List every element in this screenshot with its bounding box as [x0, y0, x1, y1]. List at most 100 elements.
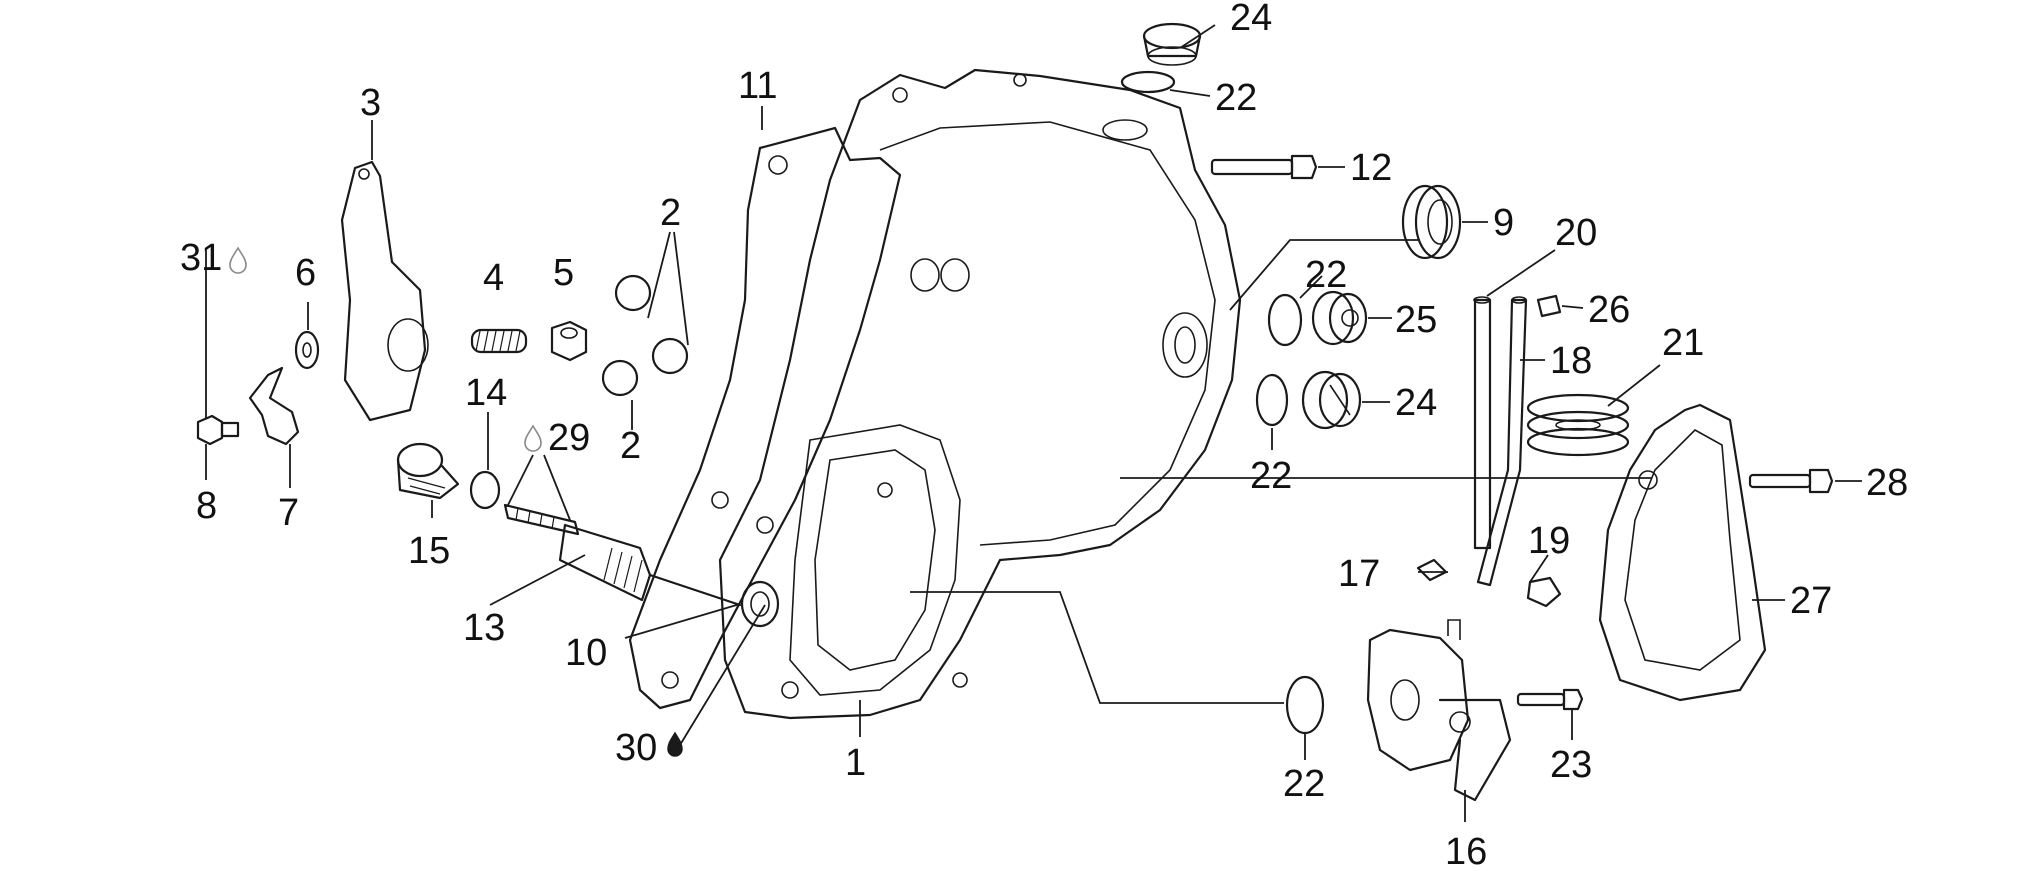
callout-5: 5 [553, 252, 574, 294]
parts [196, 22, 1834, 802]
callout-22: 22 [1305, 254, 1347, 296]
callout-labels: 1 2 2 3 4 5 6 7 8 9 10 11 12 13 14 15 16… [180, 0, 1908, 871]
drop-icon [229, 246, 247, 274]
callout-25: 25 [1395, 299, 1437, 341]
clutch-cover-1 [718, 68, 1242, 720]
callout-6: 6 [295, 252, 316, 294]
cover-bolt-hole [1013, 73, 1027, 87]
cap-24-top [1142, 22, 1202, 66]
plug-15 [396, 442, 460, 500]
callout-9: 9 [1493, 202, 1514, 244]
gasket-hole [768, 155, 788, 175]
gasket-11 [628, 126, 902, 710]
nut-5-bore [560, 327, 578, 339]
pin-29 [503, 503, 580, 536]
cover-port [940, 258, 970, 292]
callout-11: 11 [738, 65, 777, 107]
spring-4 [470, 328, 528, 354]
callout-31: 31 [180, 237, 222, 279]
plug-2 [601, 359, 639, 397]
bracket-7 [248, 366, 300, 446]
lever-3-bore [387, 318, 429, 372]
callout-3: 3 [360, 82, 381, 124]
callout-22: 22 [1250, 455, 1292, 497]
oil-pump-16 [1366, 619, 1512, 802]
cover-bolt-hole [781, 681, 799, 699]
bolt-8 [196, 414, 240, 446]
callout-30: 30 [615, 727, 657, 769]
callout-26: 26 [1588, 289, 1630, 331]
callout-28: 28 [1866, 462, 1908, 504]
cover-boss [1162, 312, 1208, 378]
pin-17 [1416, 558, 1448, 582]
cover-bolt-hole [952, 672, 968, 688]
callout-21: 21 [1662, 322, 1704, 364]
cover-port [910, 258, 940, 292]
callout-19: 19 [1528, 520, 1570, 562]
callout-22: 22 [1215, 77, 1257, 119]
callout-16: 16 [1445, 831, 1487, 871]
cover-bolt-hole [877, 482, 893, 498]
cover-pump-housing [789, 424, 961, 696]
bolt-23 [1516, 688, 1584, 711]
washer-6-bore [302, 342, 312, 358]
o-ring-22-bottom [1285, 675, 1325, 735]
callout-7: 7 [278, 492, 299, 534]
seal-10 [740, 580, 780, 628]
seal-9 [1401, 184, 1462, 260]
callout-29: 29 [548, 417, 590, 459]
cover-27-hole [1638, 470, 1658, 490]
plug-2 [614, 274, 652, 312]
cover-27 [1598, 403, 1767, 702]
gasket-hole [711, 491, 729, 509]
o-ring-14 [469, 470, 501, 510]
callout-1: 1 [845, 742, 866, 784]
lever-3 [340, 160, 427, 422]
callout-4: 4 [483, 257, 504, 299]
cover-inner-rim [879, 121, 1216, 546]
pin-29-coils [515, 507, 555, 530]
callout-23: 23 [1550, 744, 1592, 786]
gasket-hole [661, 671, 679, 689]
bolt-12 [1210, 154, 1318, 180]
o-ring-22-upper [1267, 293, 1303, 347]
callout-8: 8 [196, 485, 217, 527]
filter-21 [1526, 393, 1630, 457]
cover-pump-housing-inner [814, 449, 936, 671]
cover-bolt-hole [756, 516, 774, 534]
callout-13: 13 [463, 607, 505, 649]
cap-24-lower [1301, 370, 1362, 430]
callout-2: 2 [660, 192, 681, 234]
clip-19 [1526, 576, 1562, 608]
callout-24: 24 [1230, 0, 1272, 39]
shaft-13 [558, 523, 742, 607]
callout-27: 27 [1790, 580, 1832, 622]
seal-10-inner [750, 591, 770, 617]
callout-2: 2 [620, 425, 641, 467]
cover-27-inner [1624, 429, 1741, 671]
plug-2 [651, 337, 689, 375]
cover-boss-inner [1174, 326, 1196, 364]
cap-25 [1311, 290, 1368, 346]
callout-10: 10 [565, 632, 607, 674]
callout-12: 12 [1350, 147, 1392, 189]
callout-22: 22 [1283, 763, 1325, 805]
bolt-28 [1748, 468, 1834, 494]
washer-22-top [1120, 70, 1176, 94]
o-ring-22-lower [1255, 373, 1289, 427]
callout-18: 18 [1550, 340, 1592, 382]
cover-filler-neck [1102, 119, 1148, 141]
leader-lines [205, 24, 1862, 822]
washer-6 [294, 330, 320, 370]
tube-18 [1473, 296, 1528, 587]
cover-bolt-hole [892, 87, 908, 103]
drop-icon [667, 731, 683, 757]
callout-17: 17 [1338, 553, 1380, 595]
callout-15: 15 [408, 530, 450, 572]
callout-20: 20 [1555, 212, 1597, 254]
lever-3-hole [358, 168, 370, 180]
nut-5 [550, 320, 588, 362]
drop-icon [524, 424, 542, 452]
callout-14: 14 [465, 372, 507, 414]
